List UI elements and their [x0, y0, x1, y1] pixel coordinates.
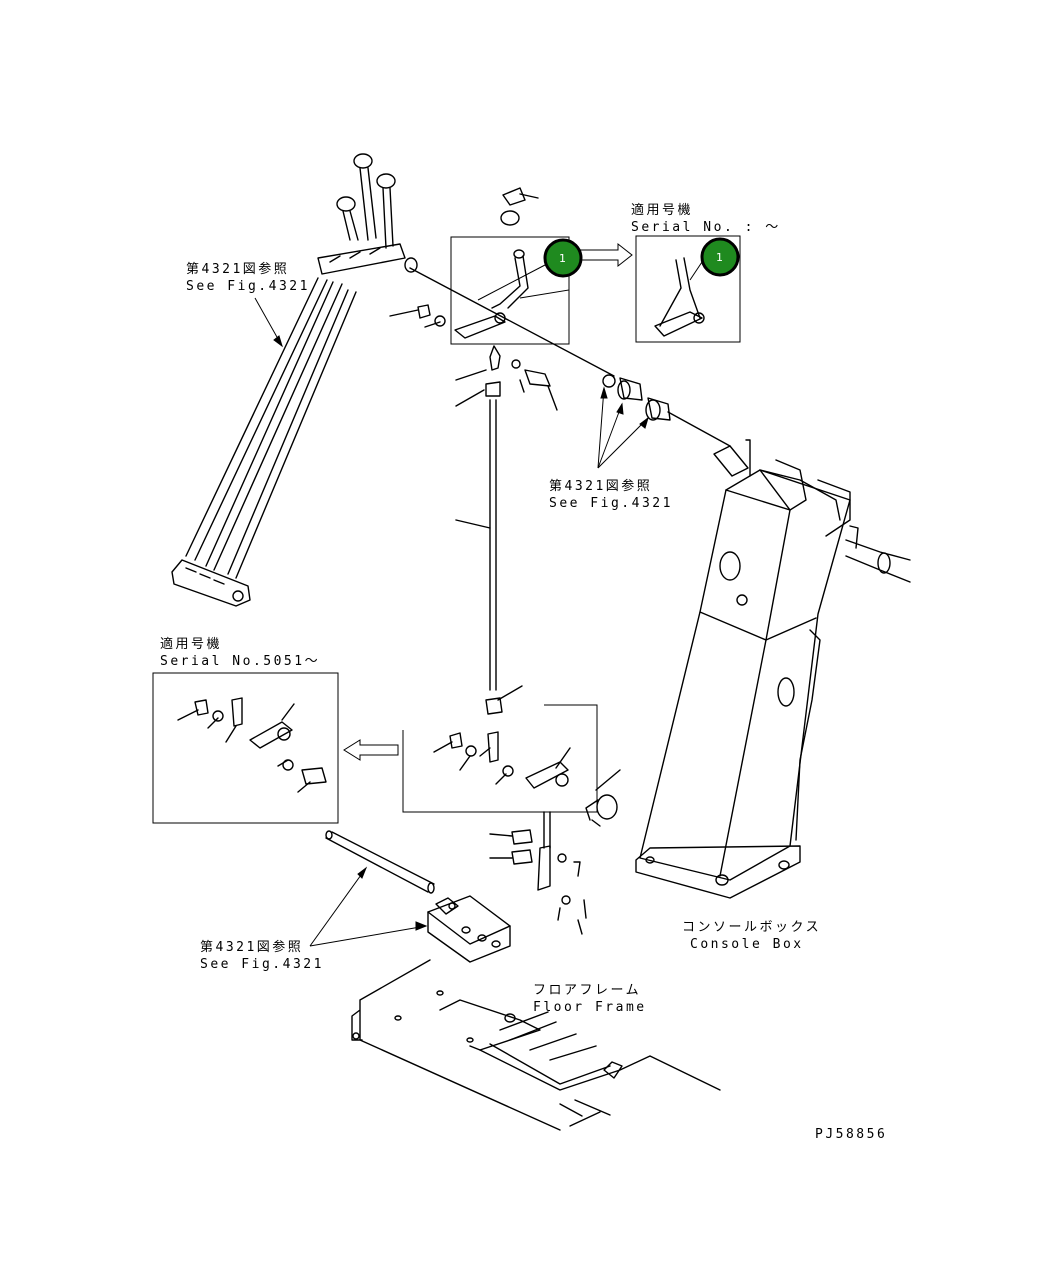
see-fig-label-lever-en: See Fig.4321 — [186, 279, 310, 294]
lever-assembly — [171, 153, 406, 607]
applicable-label-left: 適用号機 — [160, 636, 222, 652]
washers-bushings — [389, 257, 731, 447]
callout-item-1-number: 1 — [559, 252, 566, 265]
console-box — [635, 439, 911, 899]
console-label-jp: コンソールボックス — [682, 920, 821, 935]
shaft-and-bracket — [325, 830, 511, 963]
floor-label-en: Floor Frame — [533, 1000, 647, 1015]
see-fig-label-washer-jp: 第4321図参照 — [549, 478, 652, 494]
see-fig-label-shaft-en: See Fig.4321 — [200, 957, 324, 972]
left-arrow — [343, 739, 399, 761]
serial-variant-box-left — [152, 672, 339, 824]
leader-arrows-washers — [597, 386, 649, 469]
console-label-en: Console Box — [690, 937, 804, 952]
see-fig-label-washer-en: See Fig.4321 — [549, 496, 673, 511]
drawing-number: PJ58856 — [815, 1127, 887, 1142]
lower-small-parts — [489, 769, 621, 935]
see-fig-label-shaft-jp: 第4321図参照 — [200, 939, 303, 955]
see-fig-label-lever-jp: 第4321図参照 — [186, 261, 289, 277]
floor-frame — [351, 959, 721, 1131]
linkage-box — [402, 704, 598, 813]
callout-item-1-variant-number: 1 — [716, 251, 723, 264]
serial-label-top: Serial No. : ～ — [631, 220, 781, 235]
serial-variant-box-top — [635, 235, 741, 343]
callout-item-1[interactable]: 1 — [543, 238, 583, 278]
leader-arrows-shaft — [309, 866, 428, 947]
lever-item-box — [450, 236, 570, 345]
vertical-rod — [455, 345, 558, 715]
serial-label-left: Serial No.5051～ — [160, 654, 320, 669]
knob-part — [500, 187, 539, 226]
transition-arrow — [579, 242, 633, 268]
floor-label-jp: フロアフレーム — [533, 983, 641, 998]
leader-arrow-lever — [254, 297, 283, 348]
callout-item-1-variant[interactable]: 1 — [700, 237, 740, 277]
applicable-label-top: 適用号機 — [631, 202, 693, 218]
